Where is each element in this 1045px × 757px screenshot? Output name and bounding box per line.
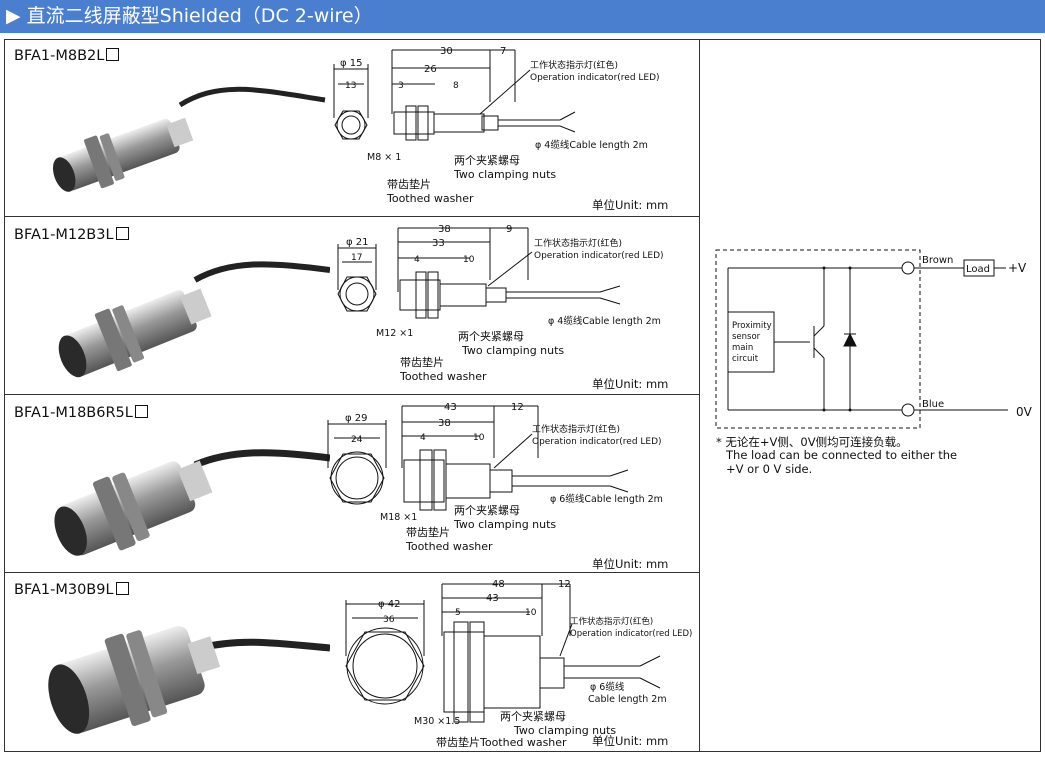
svg-text:Brown: Brown [922, 255, 953, 266]
svg-text:Toothed washer: Toothed washer [386, 192, 474, 205]
svg-text:10: 10 [525, 608, 537, 618]
svg-text:+V or 0 V side.: +V or 0 V side. [726, 462, 812, 476]
dimension-drawing: φ 15 13 30 7 26 3 8 M8 × 1 工作状态指示灯(红色) O… [333, 46, 660, 205]
svg-text:* 无论在+V侧、0V侧均可连接负载。: * 无论在+V侧、0V侧均可连接负载。 [716, 435, 908, 449]
column-divider [699, 39, 700, 752]
svg-text:4: 4 [420, 433, 426, 443]
svg-text:30: 30 [440, 46, 453, 57]
svg-text:33: 33 [432, 238, 445, 249]
svg-text:M12 ×1: M12 ×1 [376, 328, 413, 339]
svg-text:0V: 0V [1016, 405, 1033, 419]
svg-text:12: 12 [558, 579, 571, 590]
svg-text:26: 26 [424, 64, 437, 75]
row-divider [4, 394, 699, 395]
svg-text:3: 3 [398, 81, 404, 91]
svg-text:17: 17 [351, 253, 362, 263]
svg-text:Load: Load [966, 264, 990, 275]
svg-text:Blue: Blue [922, 399, 944, 410]
unit-label: 单位Unit: mm [592, 377, 669, 391]
svg-text:带齿垫片Toothed washer: 带齿垫片Toothed washer [436, 735, 567, 749]
model-label: BFA1-M18B6R5L [14, 405, 148, 421]
unit-label: 单位Unit: mm [592, 198, 669, 212]
svg-text:Toothed washer: Toothed washer [399, 370, 487, 383]
svg-text:Operation indicator(red LED): Operation indicator(red LED) [570, 629, 692, 639]
svg-text:Two clamping nuts: Two clamping nuts [513, 724, 616, 737]
svg-text:9: 9 [506, 224, 512, 235]
dimension-drawing: φ 21 17 38 9 33 4 10 M12 ×1 工作状态指示灯(红色) … [337, 224, 664, 383]
svg-text:工作状态指示灯(红色): 工作状态指示灯(红色) [530, 59, 618, 71]
svg-text:48: 48 [492, 579, 505, 590]
row-divider [4, 572, 699, 573]
svg-text:8: 8 [453, 81, 459, 91]
svg-text:带齿垫片: 带齿垫片 [400, 355, 444, 369]
svg-text:circuit: circuit [732, 354, 759, 364]
svg-text:4: 4 [414, 255, 420, 265]
svg-text:M18 ×1: M18 ×1 [380, 512, 417, 523]
svg-text:43: 43 [444, 402, 457, 413]
model-label: BFA1-M12B3L [14, 227, 129, 243]
svg-text:M30 ×1.5: M30 ×1.5 [414, 716, 460, 727]
svg-text:The load can be connected to e: The load can be connected to either the [725, 448, 957, 462]
svg-text:43: 43 [486, 593, 499, 604]
svg-text:M8 × 1: M8 × 1 [367, 152, 401, 163]
svg-text:φ 21: φ 21 [346, 237, 369, 248]
svg-text:Two clamping nuts: Two clamping nuts [461, 344, 564, 357]
model-label: BFA1-M8B2L [14, 48, 120, 64]
svg-text:带齿垫片: 带齿垫片 [387, 177, 431, 191]
svg-text:φ 15: φ 15 [340, 58, 363, 69]
svg-text:φ 4缆线Cable length 2m: φ 4缆线Cable length 2m [535, 139, 648, 151]
dimension-drawing: φ 42 36 48 12 43 5 10 M30 ×1.5 工作状态指示灯(红… [345, 579, 692, 749]
svg-text:13: 13 [345, 81, 356, 91]
svg-text:Cable length 2m: Cable length 2m [588, 694, 667, 705]
svg-text:38: 38 [438, 224, 451, 235]
svg-text:main: main [732, 343, 753, 353]
spec-table [4, 39, 1041, 752]
svg-text:24: 24 [351, 435, 363, 445]
svg-text:φ 42: φ 42 [378, 599, 401, 610]
sensor-photo [58, 261, 330, 378]
svg-text:12: 12 [511, 402, 524, 413]
svg-text:Two clamping nuts: Two clamping nuts [453, 518, 556, 531]
model-label: BFA1-M30B9L [14, 582, 129, 598]
sensor-photo [54, 449, 330, 556]
svg-text:两个夹紧螺母: 两个夹紧螺母 [454, 154, 520, 167]
sensor-photo [52, 86, 326, 192]
svg-text:7: 7 [500, 46, 506, 57]
svg-text:Operation indicator(red LED): Operation indicator(red LED) [532, 437, 662, 447]
svg-text:工作状态指示灯(红色): 工作状态指示灯(红色) [570, 616, 653, 627]
svg-text:38: 38 [438, 418, 451, 429]
svg-text:两个夹紧螺母: 两个夹紧螺母 [454, 504, 520, 517]
svg-text:工作状态指示灯(红色): 工作状态指示灯(红色) [534, 237, 622, 249]
svg-text:Operation indicator(red LED): Operation indicator(red LED) [530, 73, 660, 83]
svg-text:10: 10 [463, 255, 475, 265]
svg-text:工作状态指示灯(红色): 工作状态指示灯(红色) [532, 423, 620, 435]
svg-text:φ 4缆线Cable length 2m: φ 4缆线Cable length 2m [548, 315, 661, 327]
row-divider [4, 216, 699, 217]
svg-text:36: 36 [383, 615, 395, 625]
unit-label: 单位Unit: mm [592, 557, 669, 571]
svg-text:+V: +V [1008, 261, 1027, 275]
svg-text:φ 29: φ 29 [345, 413, 368, 424]
dimension-drawing: φ 29 24 43 12 38 4 10 M18 ×1 工作状态指示灯(红色)… [327, 402, 663, 553]
sensor-photo [48, 626, 330, 734]
svg-text:sensor: sensor [732, 332, 761, 342]
svg-text:φ 6缆线: φ 6缆线 [590, 681, 625, 693]
svg-text:Proximity: Proximity [732, 321, 772, 331]
svg-text:带齿垫片: 带齿垫片 [406, 525, 450, 539]
unit-label: 单位Unit: mm [592, 734, 669, 748]
svg-text:Operation indicator(red LED): Operation indicator(red LED) [534, 251, 664, 261]
svg-text:5: 5 [455, 608, 461, 618]
svg-text:两个夹紧螺母: 两个夹紧螺母 [458, 330, 524, 343]
wiring-diagram: Brown Blue Load +V 0V Proximity sensor m… [715, 249, 1033, 476]
svg-text:Two clamping nuts: Two clamping nuts [453, 168, 556, 181]
section-header: ▶ 直流二线屏蔽型Shielded（DC 2-wire） [0, 0, 1045, 33]
svg-text:Toothed washer: Toothed washer [405, 540, 493, 553]
svg-text:10: 10 [473, 433, 485, 443]
svg-text:两个夹紧螺母: 两个夹紧螺母 [500, 710, 566, 723]
svg-text:φ 6缆线Cable length 2m: φ 6缆线Cable length 2m [550, 493, 663, 505]
